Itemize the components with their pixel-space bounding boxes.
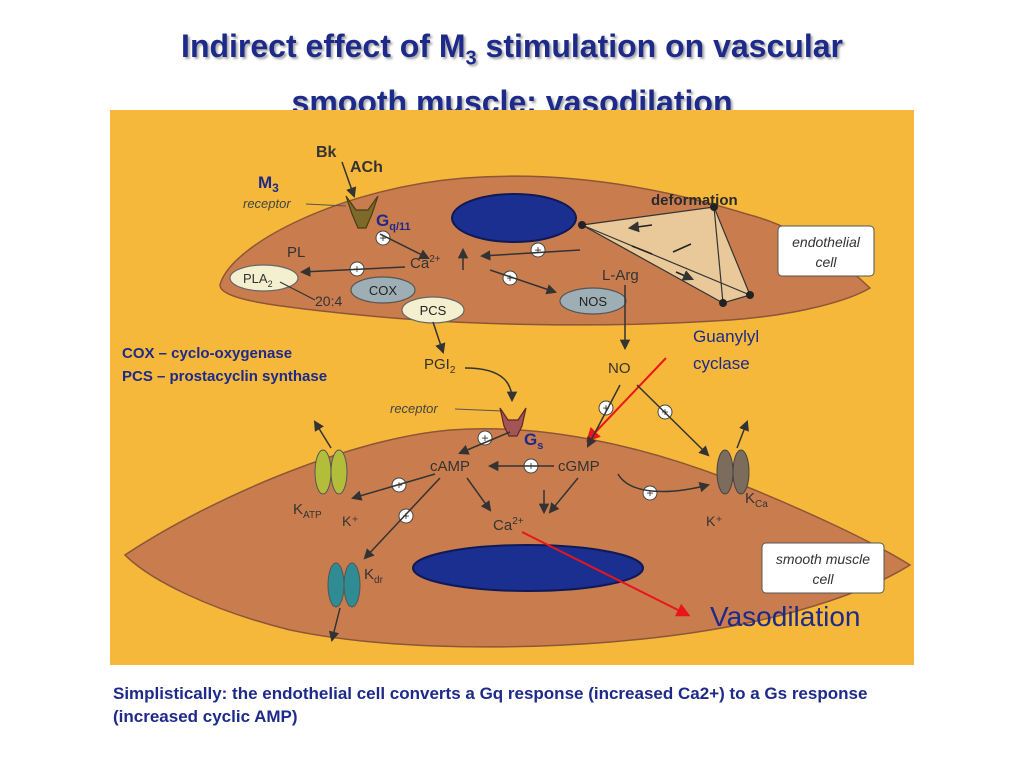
svg-text:PCS: PCS bbox=[420, 303, 447, 318]
smooth-muscle-label-line1: smooth muscle bbox=[776, 551, 870, 567]
deformation-label: deformation bbox=[651, 192, 738, 209]
endothelial-cell-label-line1: endothelial bbox=[792, 234, 861, 250]
plus-marker-cgmp-kca: + bbox=[642, 485, 658, 501]
katp-label: KATP bbox=[293, 501, 322, 521]
smooth-muscle-label-line2: cell bbox=[812, 571, 834, 587]
svg-text:+: + bbox=[534, 243, 541, 257]
m3-label: M3 bbox=[258, 173, 279, 195]
ach-arrow bbox=[341, 161, 357, 198]
m3-receptor-shape bbox=[345, 195, 379, 229]
signaling-diagram: deformation endothelial cell Bk ACh M3 r… bbox=[110, 110, 914, 665]
katp-channel bbox=[313, 420, 348, 495]
nos-enzyme: NOS bbox=[559, 287, 627, 315]
endothelial-ca-label: Ca2+ bbox=[410, 254, 441, 272]
smooth-muscle-nucleus bbox=[412, 544, 644, 592]
sm-ca-label: Ca2+ bbox=[493, 516, 524, 534]
svg-text:COX: COX bbox=[369, 283, 398, 298]
svg-text:PLA2: PLA2 bbox=[243, 271, 273, 289]
svg-text:+: + bbox=[379, 231, 386, 245]
guanylyl-cyclase-line1: Guanylyl bbox=[693, 327, 759, 346]
guanylyl-cyclase-arrow bbox=[586, 357, 667, 443]
pgi2-label: PGI2 bbox=[424, 356, 456, 376]
svg-text:+: + bbox=[481, 431, 488, 445]
cgmp-label: cGMP bbox=[558, 458, 600, 475]
kca-kplus-label: K⁺ bbox=[706, 513, 723, 529]
title-line1: Indirect effect of M3 stimulation on vas… bbox=[181, 28, 843, 70]
legend-pcs: PCS – prostacyclin synthase bbox=[122, 368, 327, 385]
cox-enzyme: COX bbox=[350, 276, 416, 304]
pl-label: PL bbox=[287, 244, 305, 261]
endothelial-cell-label-box bbox=[777, 225, 875, 277]
svg-text:+: + bbox=[506, 271, 513, 285]
kdr-channel bbox=[327, 562, 361, 643]
smooth-muscle-label-box bbox=[761, 542, 885, 594]
vasodilation-label: Vasodilation bbox=[710, 601, 860, 632]
svg-text:+: + bbox=[646, 486, 653, 500]
larg-label: L-Arg bbox=[602, 267, 639, 284]
kca-channel bbox=[716, 420, 750, 495]
kca-label: KCa bbox=[745, 490, 768, 510]
sm-receptor-shape bbox=[499, 407, 527, 437]
plus-marker-deformation: + bbox=[530, 242, 546, 258]
arachidonate-label: 20:4 bbox=[315, 293, 342, 309]
endothelial-nucleus bbox=[451, 193, 577, 243]
katp-kplus-label: K⁺ bbox=[342, 513, 359, 529]
plus-marker-gq: + bbox=[375, 230, 391, 246]
camp-label: cAMP bbox=[430, 458, 470, 475]
gs-label: Gs bbox=[524, 430, 543, 452]
no-label: NO bbox=[608, 360, 631, 377]
svg-text:+: + bbox=[602, 401, 609, 415]
slide-title: Indirect effect of M3 stimulation on vas… bbox=[0, 24, 1024, 124]
endothelial-cell-label-line2: cell bbox=[815, 254, 837, 270]
footer-note: Simplistically: the endothelial cell con… bbox=[113, 684, 868, 726]
vasodilation-arrow bbox=[521, 531, 691, 617]
legend-cox: COX – cyclo-oxygenase bbox=[122, 345, 292, 362]
svg-text:+: + bbox=[402, 509, 409, 523]
guanylyl-cyclase-line2: cyclase bbox=[693, 354, 750, 373]
kdr-label: Kdr bbox=[364, 566, 384, 586]
pla2-enzyme: PLA2 bbox=[229, 264, 299, 292]
svg-text:NOS: NOS bbox=[579, 294, 608, 309]
ach-label: ACh bbox=[350, 159, 383, 176]
deformation-network bbox=[578, 203, 754, 307]
m3-receptor-label: receptor bbox=[243, 196, 291, 211]
sm-receptor-label: receptor bbox=[390, 401, 438, 416]
plus-marker-camp-kdr: + bbox=[398, 508, 414, 524]
plus-marker-ca-nos: + bbox=[502, 270, 518, 286]
bk-label: Bk bbox=[316, 144, 337, 161]
gq-label: Gq/11 bbox=[376, 211, 411, 233]
pcs-enzyme: PCS bbox=[401, 296, 465, 324]
